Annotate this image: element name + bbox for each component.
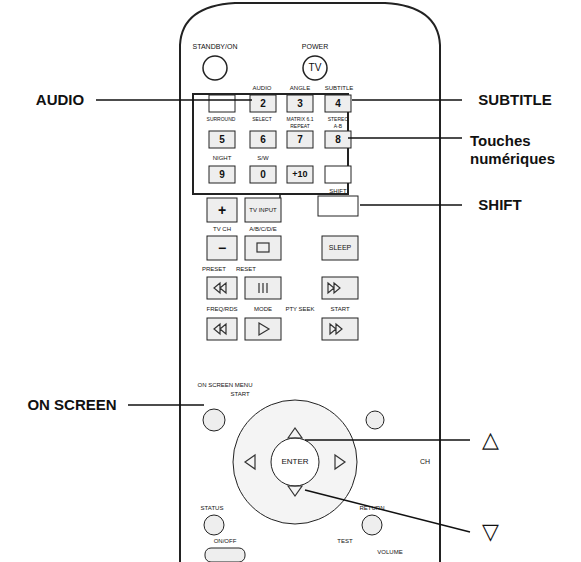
- button-label: 5: [219, 135, 225, 146]
- button-label: 4: [335, 99, 341, 110]
- button-label: 9: [219, 170, 225, 181]
- button-label: START: [330, 306, 349, 312]
- button-label: CH: [420, 458, 430, 465]
- button-label: NIGHT: [213, 155, 232, 161]
- button-label: 8: [335, 135, 341, 146]
- button-label: TV: [309, 63, 322, 74]
- button-label: 7: [297, 135, 303, 146]
- button-label: S/W: [257, 155, 268, 161]
- callout-label: Touches numériques: [470, 132, 570, 168]
- button-label: TEST: [337, 538, 352, 544]
- button-label: SURROUND: [207, 117, 236, 122]
- button-label: MODE: [254, 306, 272, 312]
- button-label: 3: [297, 99, 303, 110]
- button-label: 2: [260, 99, 266, 110]
- button-label: MATRIX 6.1: [287, 117, 314, 122]
- callout-label: △: [482, 428, 499, 451]
- callout-label: SHIFT: [478, 197, 521, 213]
- button-label: 6: [260, 135, 266, 146]
- button-label: PRESET: [202, 266, 226, 272]
- button-label: SUBTITLE: [325, 85, 354, 91]
- button-label: STEREO: [328, 117, 349, 122]
- button-label: REPEAT: [290, 124, 310, 129]
- button-label: TV INPUT: [249, 207, 276, 213]
- button-label: A/B/C/D/E: [249, 226, 276, 232]
- button-label: ENTER: [281, 458, 308, 466]
- button-label: ANGLE: [290, 85, 310, 91]
- button-label: STANDBY/ON: [193, 43, 238, 50]
- button-label: A-B: [334, 124, 342, 129]
- callout-label: ON SCREEN: [27, 397, 116, 413]
- button-label: POWER: [302, 43, 328, 50]
- button-label: START: [230, 391, 249, 397]
- button-label: PTY SEEK: [285, 306, 314, 312]
- button-label: −: [218, 241, 226, 256]
- button-label: SELECT: [252, 117, 271, 122]
- callout-label: ▽: [482, 520, 499, 543]
- callout-label: SUBTITLE: [478, 92, 551, 108]
- button-label: STATUS: [201, 505, 224, 511]
- button-label: AUDIO: [252, 85, 271, 91]
- button-label: SHIFT: [329, 188, 346, 194]
- callout-label: AUDIO: [36, 92, 84, 108]
- button-label: FREQ/RDS: [206, 306, 237, 312]
- button-label: 0: [260, 170, 266, 181]
- button-label: ON SCREEN MENU: [197, 382, 252, 388]
- button-label: TV CH: [213, 226, 231, 232]
- button-label: ON/OFF: [214, 538, 237, 544]
- button-label: +10: [292, 170, 307, 179]
- button-label: RETURN: [360, 505, 385, 511]
- button-label: VOLUME: [377, 549, 402, 555]
- button-label: SLEEP: [329, 244, 352, 251]
- button-label: RESET: [236, 266, 256, 272]
- button-label: +: [218, 203, 226, 218]
